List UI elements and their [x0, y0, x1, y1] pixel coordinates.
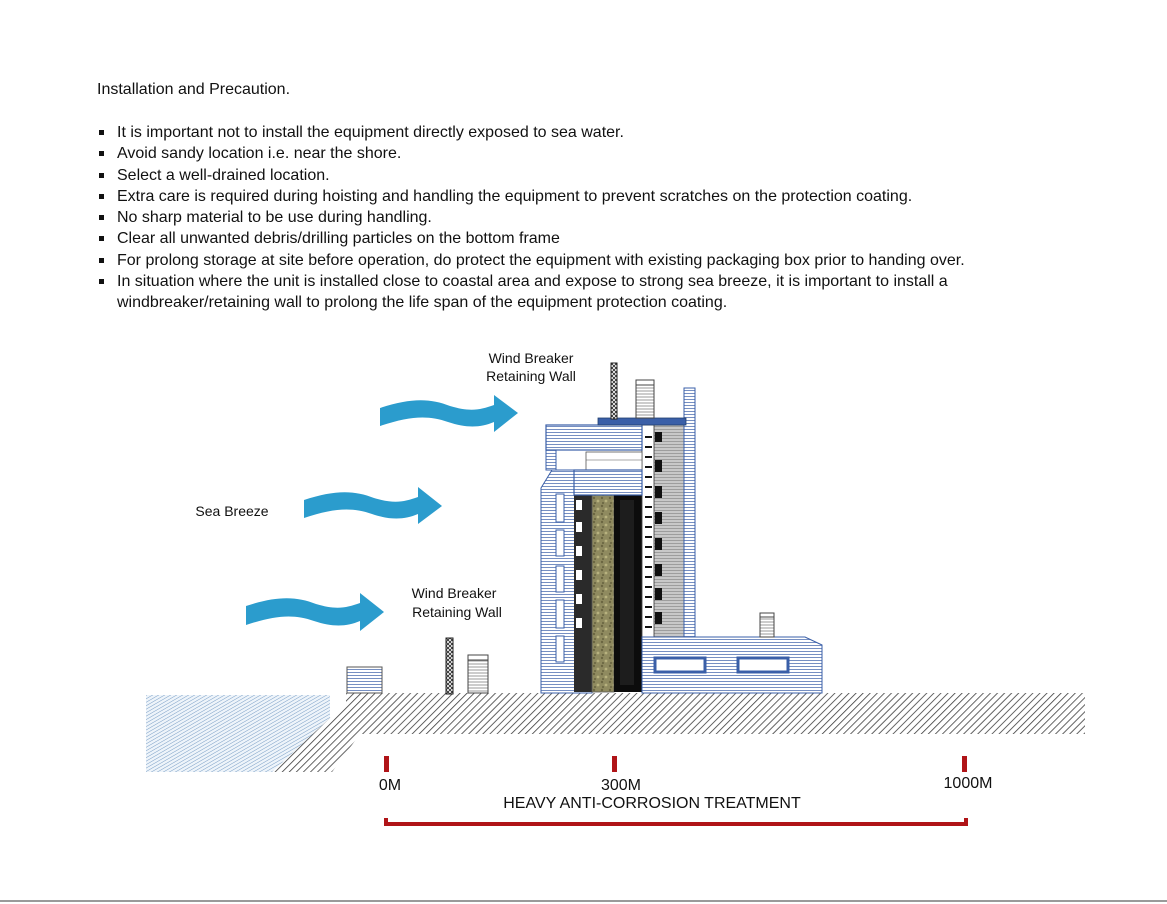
bullet-square-icon [99, 130, 104, 135]
list-item-text: Extra care is required during hoisting a… [117, 187, 913, 205]
treatment-bracket [384, 822, 968, 826]
bullet-square-icon [99, 257, 104, 263]
list-item: It is important not to install the equip… [97, 122, 1097, 143]
low-windbreaker-wall [445, 637, 454, 695]
list-item: Clear all unwanted debris/drilling parti… [97, 228, 1097, 249]
bullet-square-icon [99, 236, 104, 242]
marker-label-0m: 0M [379, 777, 401, 794]
treatment-label: HEAVY ANTI-CORROSION TREATMENT [503, 795, 801, 812]
list-item: Select a well-drained location. [97, 165, 1097, 186]
marker-label-300m: 300M [601, 777, 641, 794]
small-outdoor-unit-icon [467, 654, 489, 694]
list-item-text: Select a well-drained location. [117, 166, 330, 184]
building [540, 362, 823, 694]
sea-breeze-label: Sea Breeze [195, 503, 268, 519]
shore-wall [346, 666, 383, 694]
wind-arrow-icon [246, 593, 384, 631]
marker-tick-0m [384, 756, 389, 772]
bullet-square-icon [99, 279, 104, 285]
marker-tick-1000m [962, 756, 967, 772]
section-heading: Installation and Precaution. [97, 81, 291, 98]
bullet-square-icon [99, 172, 104, 178]
wind-arrow-icon [380, 395, 518, 432]
list-item-text: No sharp material to be use during handl… [117, 209, 432, 227]
list-item-text: Avoid sandy location i.e. near the shore… [117, 145, 402, 163]
list-item-text: For prolong storage at site before opera… [117, 251, 965, 269]
list-item-text: It is important not to install the equip… [117, 124, 624, 141]
page-bottom-divider [0, 900, 1167, 902]
list-item-text: In situation where the unit is installed… [117, 273, 948, 312]
low-wall-label-line2: Retaining Wall [412, 604, 502, 620]
bullet-square-icon [99, 193, 104, 199]
list-item: Avoid sandy location i.e. near the shore… [97, 143, 1097, 164]
list-item: No sharp material to be use during handl… [97, 207, 1097, 228]
list-item: Extra care is required during hoisting a… [97, 186, 1097, 207]
sea-water [146, 695, 330, 772]
breeze-arrows [246, 395, 518, 631]
top-wall-label-line1: Wind Breaker [489, 350, 574, 366]
bullet-square-icon [99, 215, 104, 221]
marker-tick-300m [612, 756, 617, 772]
distance-scale [384, 756, 968, 826]
wind-arrow-icon [304, 487, 442, 524]
ground [272, 693, 1085, 772]
marker-label-1000m: 1000M [944, 775, 993, 792]
top-wall-label-line2: Retaining Wall [486, 368, 576, 384]
low-wall-label-line1: Wind Breaker [412, 585, 497, 601]
precaution-list: It is important not to install the equip… [97, 122, 1097, 314]
list-item: For prolong storage at site before opera… [97, 250, 1097, 271]
bullet-square-icon [99, 151, 104, 157]
list-item: In situation where the unit is installed… [97, 271, 1097, 314]
list-item-text: Clear all unwanted debris/drilling parti… [117, 230, 560, 248]
